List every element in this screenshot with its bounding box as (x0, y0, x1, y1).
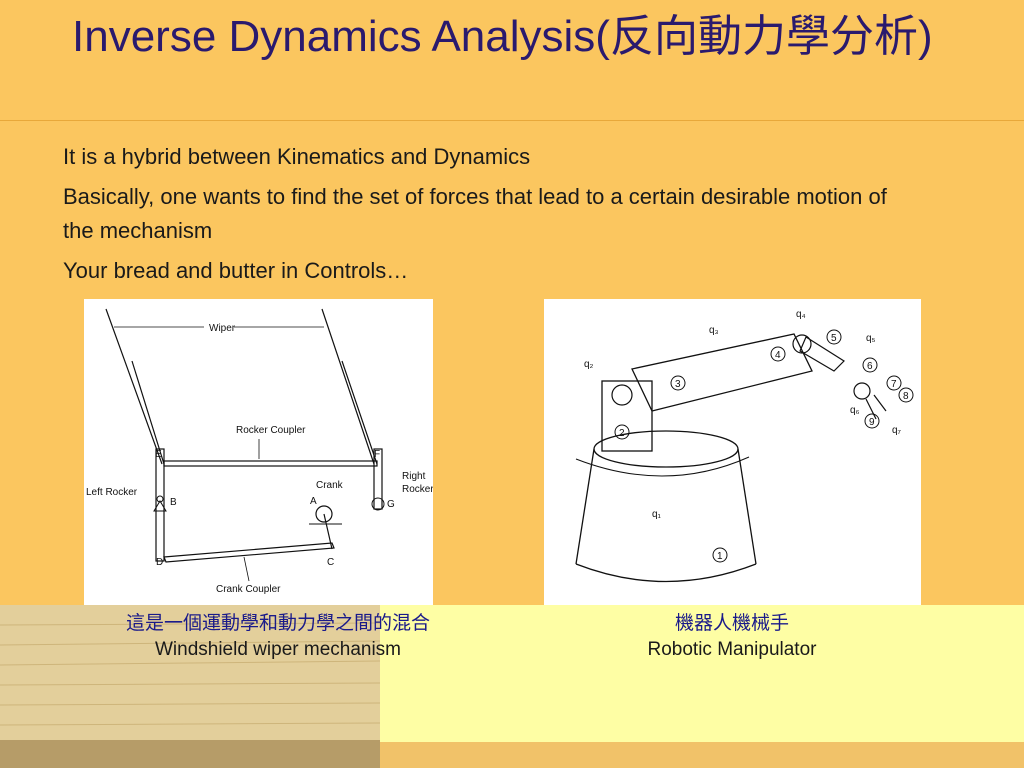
title-divider (0, 120, 1024, 121)
label-C: C (327, 557, 334, 568)
label-E: E (155, 449, 162, 460)
arm-caption-en: Robotic Manipulator (647, 639, 817, 660)
label-q3: q₃ (709, 325, 719, 336)
arm-caption: 機器人機械手 Robotic Manipulator (582, 611, 882, 663)
label-B: B (170, 497, 177, 508)
label-q1: q₁ (652, 509, 662, 520)
label-right-rocker-2: Rocker (402, 484, 433, 495)
robotic-manipulator-figure: q₁ 1 q₂ 2 q₃ 3 4 q₄ 5 q₅ 6 (544, 299, 921, 606)
bullet-item: Your bread and butter in Controls… (63, 258, 409, 283)
wiper-caption-zh: 這是一個運動學和動力學之間的混合 (125, 613, 430, 634)
label-wiper: Wiper (209, 323, 236, 334)
label-D: D (156, 557, 163, 568)
label-n2: 2 (619, 428, 625, 439)
label-n7: 7 (891, 379, 897, 390)
label-q5: q₅ (866, 333, 876, 344)
label-n9: 9 (869, 417, 875, 428)
label-crank-coupler: Crank Coupler (216, 584, 281, 595)
label-q4: q₄ (796, 309, 806, 320)
label-n1: 1 (717, 551, 723, 562)
label-crank: Crank (316, 480, 344, 491)
arm-caption-zh: 機器人機械手 (674, 613, 789, 634)
label-q6: q₆ (850, 405, 860, 416)
wiper-caption-en: Windshield wiper mechanism (154, 639, 402, 660)
label-n3: 3 (675, 379, 681, 390)
slide-title: Inverse Dynamics Analysis(反向動力學分析) (72, 12, 933, 61)
label-left-rocker: Left Rocker (86, 487, 138, 498)
label-n4: 4 (775, 350, 781, 361)
label-n5: 5 (831, 333, 837, 344)
label-n8: 8 (903, 391, 909, 402)
label-n6: 6 (867, 361, 873, 372)
label-right-rocker-1: Right (402, 471, 426, 482)
label-G: G (387, 499, 395, 510)
footer-strip (380, 742, 1024, 768)
wiper-caption: 這是一個運動學和動力學之間的混合 Windshield wiper mechan… (78, 611, 478, 663)
label-q2: q₂ (584, 359, 594, 370)
label-A: A (310, 496, 317, 507)
book-pages-image (0, 605, 380, 768)
bullet-item: It is a hybrid between Kinematics and Dy… (63, 144, 531, 169)
label-rocker-coupler: Rocker Coupler (236, 425, 306, 436)
wiper-mechanism-figure: Wiper Rocker Coupler Left Rocker E B F R… (84, 299, 433, 606)
bullet-item: Basically, one wants to find the set of … (63, 184, 887, 243)
label-q7: q₇ (892, 425, 902, 436)
bullet-list: It is a hybrid between Kinematics and Dy… (63, 140, 923, 294)
label-F: F (374, 449, 380, 460)
